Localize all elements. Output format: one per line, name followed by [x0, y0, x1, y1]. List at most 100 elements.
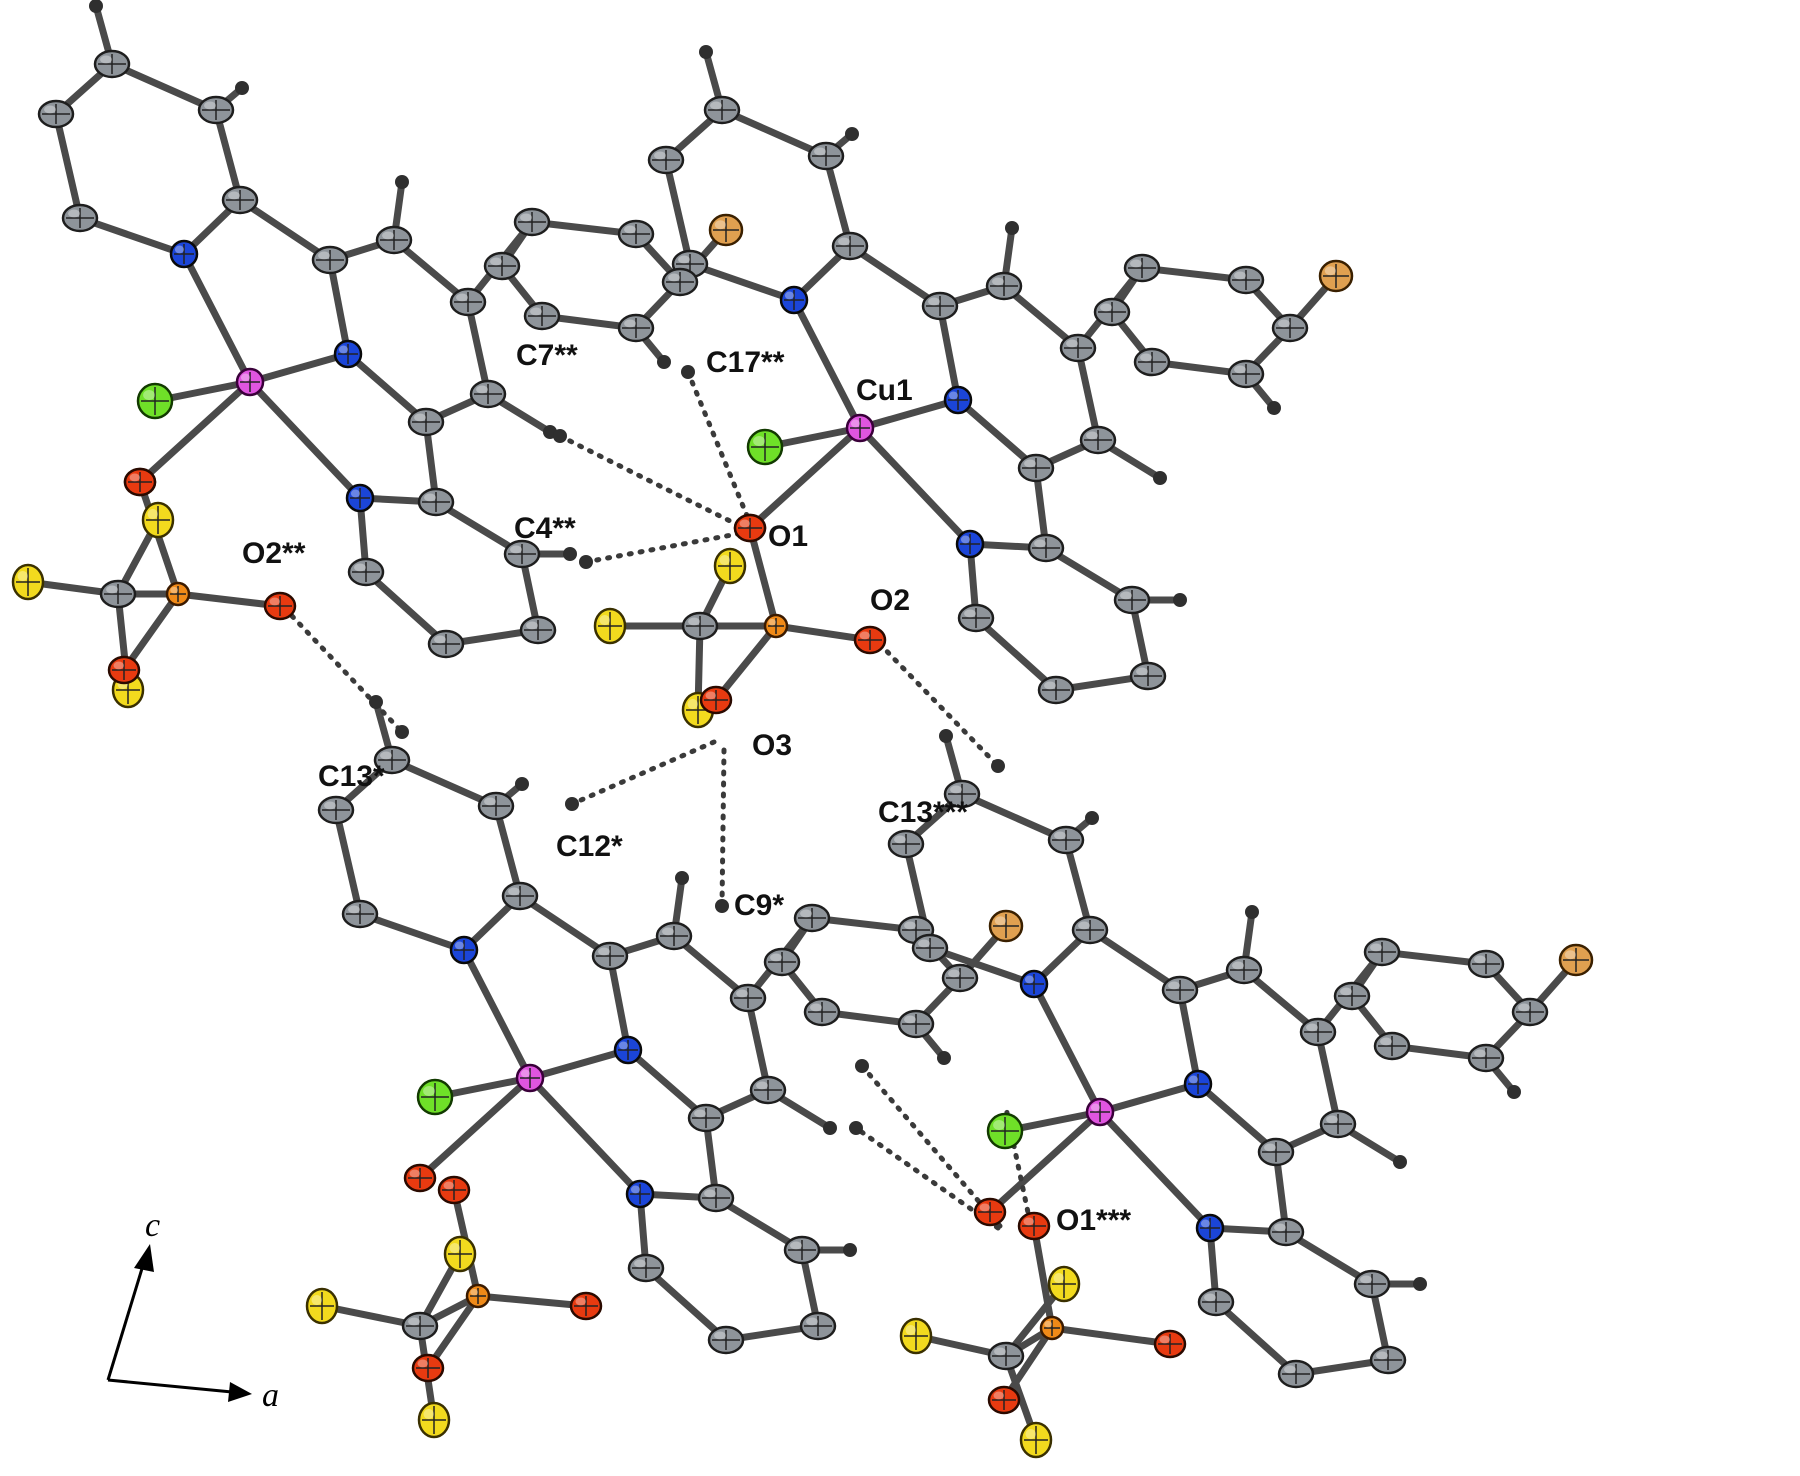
complex-lower-left-atom-d5-highlight	[704, 1189, 716, 1198]
complex-upper-right-atom-d5-axes	[1032, 538, 1060, 558]
complex-lower-left-bond-Cu-NA	[460, 946, 534, 1082]
complex-upper-left-atom-c1-highlight	[318, 251, 330, 260]
hbond-contact-6	[719, 747, 727, 909]
complex-lower-right-atom-H6	[1413, 1277, 1427, 1291]
contact-hydrogen-6	[715, 899, 729, 913]
complex-lower-right-atom-Ow-axes	[978, 1202, 1002, 1222]
anion-lower-right-atom-C-axes	[992, 1346, 1020, 1366]
axis-c-arrowhead	[134, 1244, 154, 1272]
anion-lower-right-atom-O1-axes	[1022, 1216, 1046, 1236]
complex-upper-right-bond-Cu-NB	[856, 396, 962, 432]
label-o2: O2	[870, 584, 910, 617]
anion-upper-left-atom-O2-axes	[268, 596, 292, 616]
complex-lower-right-atom-p3-axes	[1378, 1036, 1406, 1056]
complex-lower-right-atom-H2	[1085, 811, 1099, 825]
complex-lower-right-atom-Cl-highlight	[993, 1119, 1005, 1131]
complex-lower-left-atom-p5-highlight	[948, 969, 960, 978]
complex-upper-left-atom-r2-highlight	[204, 101, 216, 110]
complex-upper-right-atom-c4-axes	[1084, 430, 1112, 450]
complex-lower-right-atom-c4-highlight	[1326, 1115, 1339, 1124]
anion-lower-right-atom-O3-axes	[992, 1390, 1016, 1410]
complex-upper-right-atom-d5-highlight	[1034, 539, 1047, 548]
complex-lower-right-atom-r3-axes	[948, 784, 976, 804]
complex-lower-left-atom-p3-highlight	[810, 1003, 822, 1012]
complex-lower-left-atom-H7	[937, 1051, 951, 1065]
complex-upper-left-atom-c1-axes	[316, 250, 344, 270]
anion-lower-right-atom-S-highlight	[1044, 1320, 1052, 1328]
complex-lower-left-atom-Cl-highlight	[423, 1085, 435, 1097]
complex-upper-left-atom-r1-axes	[226, 190, 254, 210]
axis-c-line	[106, 1261, 146, 1381]
complex-upper-left-bond-Cu-NA	[180, 250, 254, 386]
complex-upper-right-atom-c1-highlight	[928, 297, 940, 306]
complex-upper-left-atom-c5-axes	[412, 412, 440, 432]
complex-upper-right-bond-c1-NB	[936, 302, 962, 404]
complex-lower-left-atom-c1-axes	[596, 946, 624, 966]
complex-upper-right-atom-Cl-axes	[751, 433, 779, 461]
complex-upper-right-atom-NC-highlight	[960, 535, 970, 544]
contact-hydrogen-4	[395, 725, 409, 739]
complex-lower-right-atom-c5-axes	[1262, 1142, 1290, 1162]
complex-lower-left-atom-p1-highlight	[800, 909, 812, 918]
complex-upper-left-atom-r5-highlight	[68, 209, 81, 218]
contact-hydrogen-2	[553, 429, 567, 443]
complex-lower-right-atom-Ow-highlight	[979, 1203, 990, 1212]
complex-lower-right-bond-Cu-NB	[1096, 1080, 1202, 1116]
anion-center-atom-O1-highlight	[739, 519, 750, 528]
complex-lower-left-atom-p6-axes	[902, 920, 930, 940]
complex-upper-left-atom-p3-axes	[528, 306, 556, 326]
contact-hydrogen-8	[855, 1059, 869, 1073]
complex-lower-right-atom-r1-highlight	[1078, 921, 1091, 930]
complex-upper-right-bond-d1-d2	[972, 614, 1060, 694]
complex-upper-right-atom-d4-axes	[1118, 590, 1146, 610]
anion-center-atom-S-axes	[768, 618, 784, 634]
complex-lower-left-atom-H2	[515, 777, 529, 791]
anion-lower-right-atom-F2-highlight	[1053, 1272, 1064, 1284]
complex-lower-right-atom-NA-highlight	[1024, 975, 1034, 984]
complex-upper-left-atom-p2-axes	[488, 256, 516, 276]
complex-upper-right-atom-c2-highlight	[992, 277, 1004, 286]
complex-upper-left-bond-Cu-NB	[246, 350, 352, 386]
complex-upper-left-atom-d2-axes	[432, 634, 460, 654]
complex-lower-left-atom-r2-highlight	[484, 797, 496, 806]
complex-lower-left-atom-d4-highlight	[790, 1241, 802, 1250]
atoms	[11, 0, 1594, 1459]
label-c9-star: C9*	[734, 889, 784, 922]
complex-lower-right-atom-d1-highlight	[1204, 1293, 1217, 1302]
complex-upper-left-atom-p1-axes	[518, 212, 546, 232]
complex-lower-left-bond-r1-c1	[516, 892, 614, 960]
complex-lower-left-atom-p2-axes	[768, 952, 796, 972]
complex-lower-right-atom-Br-axes	[1563, 948, 1589, 972]
hbond-contact-8	[859, 1063, 1003, 1229]
complex-lower-right-atom-d4-axes	[1358, 1274, 1386, 1294]
label-c13-triple-star: C13***	[878, 796, 968, 829]
complex-upper-left-atom-d2-highlight	[434, 635, 446, 644]
complex-upper-left-atom-d1-axes	[352, 562, 380, 582]
anion-center-bond-S-O1	[746, 524, 780, 630]
label-o3: O3	[752, 729, 792, 762]
complex-upper-right-atom-d4-highlight	[1120, 591, 1133, 600]
complex-lower-right-atom-H1	[939, 729, 953, 743]
complex-upper-left-atom-Cl-highlight	[143, 389, 155, 401]
complex-lower-right-atom-p6-axes	[1472, 954, 1500, 974]
anion-upper-left-atom-F1-highlight	[17, 570, 28, 582]
complex-upper-left-atom-Br-highlight	[714, 220, 727, 230]
complex-upper-left-atom-H1	[89, 0, 103, 13]
complex-upper-right-atom-d3-axes	[1134, 666, 1162, 686]
complex-lower-left-bond-r4-r5	[332, 806, 364, 918]
complex-upper-right-atom-H6	[1173, 593, 1187, 607]
label-c7: C7**	[516, 339, 578, 372]
complex-lower-left-bond-Cu-NC	[526, 1074, 644, 1198]
complex-lower-left-atom-Ow-highlight	[409, 1169, 420, 1178]
complex-lower-left-atom-p4-axes	[902, 1014, 930, 1034]
complex-lower-right-atom-p5-highlight	[1518, 1003, 1531, 1012]
complex-upper-right-bond-r1-c1	[846, 242, 944, 310]
complex-lower-right-atom-c5-highlight	[1264, 1143, 1277, 1152]
complex-upper-left-atom-H2	[235, 81, 249, 95]
complex-lower-right-atom-d4-highlight	[1360, 1275, 1373, 1284]
complex-upper-left-atom-NA-axes	[174, 244, 194, 264]
complex-upper-left-bond-c1-NB	[326, 256, 352, 358]
anion-lower-right-atom-F1-axes	[904, 1322, 928, 1350]
hbond-contact-2	[557, 433, 751, 533]
anion-center-bond-S-O3	[712, 622, 780, 704]
